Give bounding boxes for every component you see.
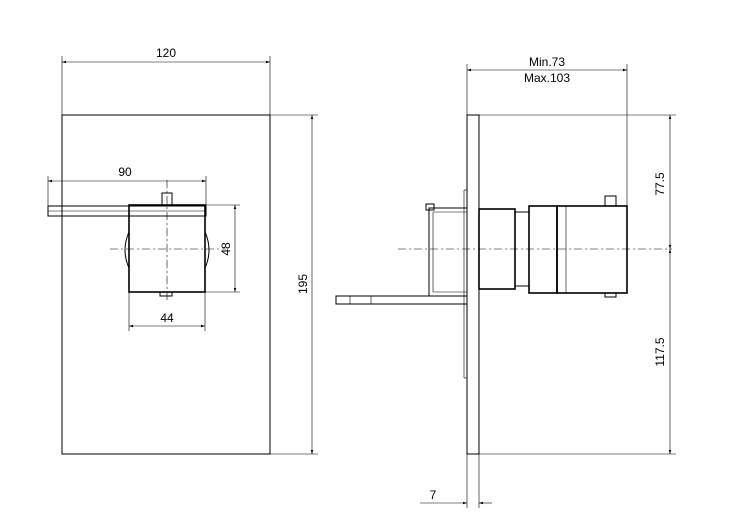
dim-handle-length: 90 bbox=[47, 165, 207, 206]
front-plate bbox=[61, 114, 271, 455]
side-plate bbox=[466, 114, 480, 455]
front-view: 120 90 48 44 195 bbox=[47, 46, 318, 455]
side-lever bbox=[335, 295, 468, 305]
side-view: Min.73 Max.103 77.5 117.5 7 bbox=[335, 55, 676, 508]
dim-plate-thickness: 7 bbox=[420, 454, 492, 508]
body-width-label: 44 bbox=[160, 311, 174, 325]
plate-height-label: 195 bbox=[296, 274, 310, 294]
dim-body-width: 44 bbox=[128, 292, 206, 331]
lower-offset-label: 117.5 bbox=[653, 337, 667, 366]
plate-width-label: 120 bbox=[156, 46, 176, 60]
depth-min-label: Min.73 bbox=[529, 55, 565, 69]
upper-offset-label: 77.5 bbox=[653, 172, 667, 196]
dim-depth: Min.73 Max.103 bbox=[466, 55, 628, 206]
side-handle-bracket bbox=[425, 203, 468, 297]
side-mixer-body bbox=[478, 195, 628, 298]
dim-plate-height: 195 bbox=[270, 114, 318, 455]
plate-thickness-label: 7 bbox=[430, 488, 437, 502]
dim-body-height: 48 bbox=[205, 204, 240, 293]
depth-max-label: Max.103 bbox=[524, 71, 570, 85]
dim-plate-width: 120 bbox=[61, 46, 271, 115]
handle-length-label: 90 bbox=[118, 165, 132, 179]
body-height-label: 48 bbox=[219, 242, 233, 256]
dim-vertical-offsets: 77.5 117.5 bbox=[479, 114, 676, 455]
